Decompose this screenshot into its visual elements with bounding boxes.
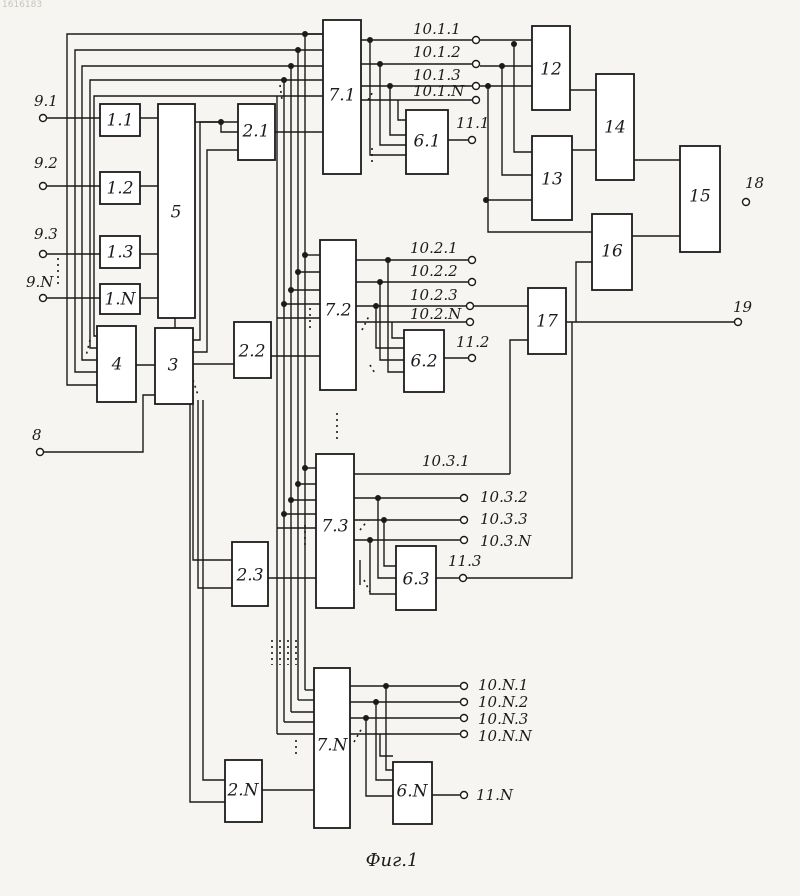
block-2-3: 2.3 [232,542,268,606]
block-6-3: 6.3 [396,546,436,610]
label-10-3-1: 10.3.1 [422,452,470,470]
block-2-n: 2.N [225,760,262,822]
block-16: 16 [592,214,632,290]
svg-text:3: 3 [168,356,179,376]
svg-text:16: 16 [601,242,623,262]
block-4: 4 [97,326,136,402]
svg-text:5: 5 [171,203,182,223]
figure-caption: Фиг.1 [366,850,419,871]
label-10-2-2: 10.2.2 [410,262,458,280]
block-14: 14 [596,74,634,180]
label-10-n-3: 10.N.3 [478,710,528,728]
svg-text:2.N: 2.N [226,781,259,801]
block-3: 3 [155,328,193,404]
label-11-n: 11.N [476,786,514,804]
label-10-1-1: 10.1.1 [413,20,461,38]
block-13: 13 [532,136,572,220]
label-11-1: 11.1 [456,114,489,132]
label-10-n-n: 10.N.N [478,727,533,745]
label-10-3-3: 10.3.3 [480,510,528,528]
label-9-1: 9.1 [34,92,58,110]
svg-text:4: 4 [111,355,123,375]
block-5: 5 [158,104,195,318]
svg-text:7.N: 7.N [316,736,348,756]
label-11-3: 11.3 [448,552,481,570]
svg-text:1.N: 1.N [104,290,136,310]
label-10-3-2: 10.3.2 [480,488,528,506]
svg-text:1.2: 1.2 [106,179,133,199]
label-10-2-n: 10.2.N [410,305,462,323]
svg-text:2.1: 2.1 [241,122,269,142]
block-2-1: 2.1 [238,104,275,160]
svg-text:1.1: 1.1 [106,111,133,131]
svg-text:6.3: 6.3 [402,570,429,590]
label-10-3-n: 10.3.N [480,532,532,550]
svg-text:7.1: 7.1 [328,86,355,106]
svg-text:17: 17 [536,312,558,332]
svg-text:6.2: 6.2 [410,352,437,372]
label-9-2: 9.2 [34,154,58,172]
block-7-2: 7.2 [320,240,356,390]
svg-text:13: 13 [541,170,563,190]
svg-text:7.2: 7.2 [324,301,351,321]
label-18: 18 [745,174,764,192]
label-19: 19 [733,298,753,316]
label-10-n-1: 10.N.1 [478,676,528,694]
svg-text:6.1: 6.1 [413,132,440,152]
label-11-2: 11.2 [456,333,489,351]
block-2-2: 2.2 [234,322,271,378]
block-15: 15 [680,146,720,252]
svg-text:6.N: 6.N [396,782,428,802]
block-12: 12 [532,26,570,110]
label-10-2-3: 10.2.3 [410,286,458,304]
svg-text:15: 15 [689,187,711,207]
label-9-3: 9.3 [34,225,58,243]
svg-text:7.3: 7.3 [321,517,348,537]
svg-text:1.3: 1.3 [106,243,133,263]
block-17: 17 [528,288,566,354]
svg-text:14: 14 [604,118,626,138]
label-10-1-n: 10.1.N [413,82,465,100]
label-10-1-2: 10.1.2 [413,43,461,61]
block-7-n: 7.N [314,668,350,828]
label-8: 8 [32,426,42,444]
block-1-3: 1.3 [100,236,140,268]
svg-text:2.2: 2.2 [237,342,265,362]
label-10-2-1: 10.2.1 [410,239,458,257]
label-10-n-2: 10.N.2 [478,693,528,711]
block-1-1: 1.1 [100,104,140,136]
block-1-n: 1.N [100,284,140,314]
label-9-n: 9.N [26,273,54,291]
block-7-3: 7.3 [316,454,354,608]
block-6-1: 6.1 [406,110,448,174]
svg-text:2.3: 2.3 [235,566,263,586]
block-7-1: 7.1 [323,20,361,174]
block-6-2: 6.2 [404,330,444,392]
svg-text:12: 12 [540,60,562,80]
block-1-2: 1.2 [100,172,140,204]
block-6-n: 6.N [393,762,432,824]
